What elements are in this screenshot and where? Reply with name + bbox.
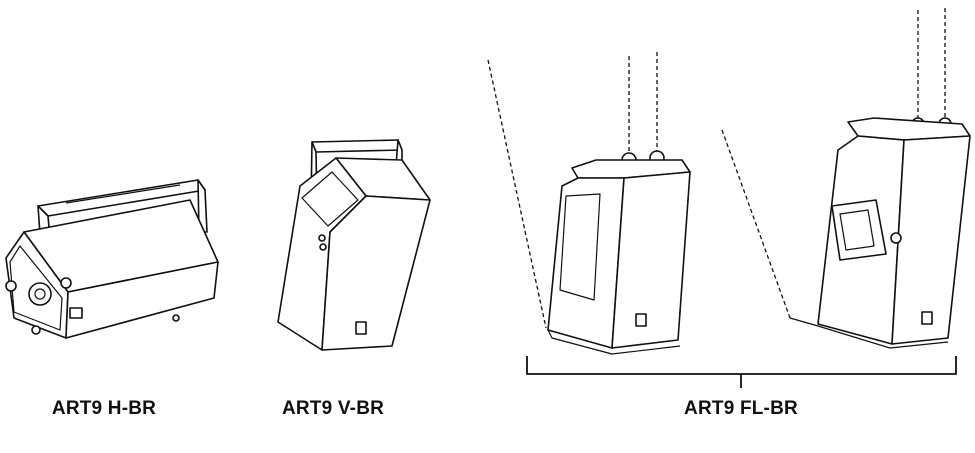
fl-br-group-bracket — [527, 356, 956, 388]
label-art9-v-br: ART9 V-BR — [281, 398, 385, 419]
label-art9-fl-br: ART9 FL-BR — [684, 398, 798, 419]
label-art9-h-br: ART9 H-BR — [51, 398, 157, 419]
speaker-fl-br-illustration-1 — [488, 52, 690, 354]
speaker-fl-br-illustration-2 — [722, 8, 970, 348]
chain-left-2 — [722, 130, 790, 318]
speaker-h-br-illustration — [6, 180, 218, 338]
speaker-v-br-illustration — [278, 140, 430, 350]
v-cabinet — [278, 158, 430, 350]
chain-left-1 — [488, 60, 546, 328]
h-cabinet — [6, 200, 218, 338]
